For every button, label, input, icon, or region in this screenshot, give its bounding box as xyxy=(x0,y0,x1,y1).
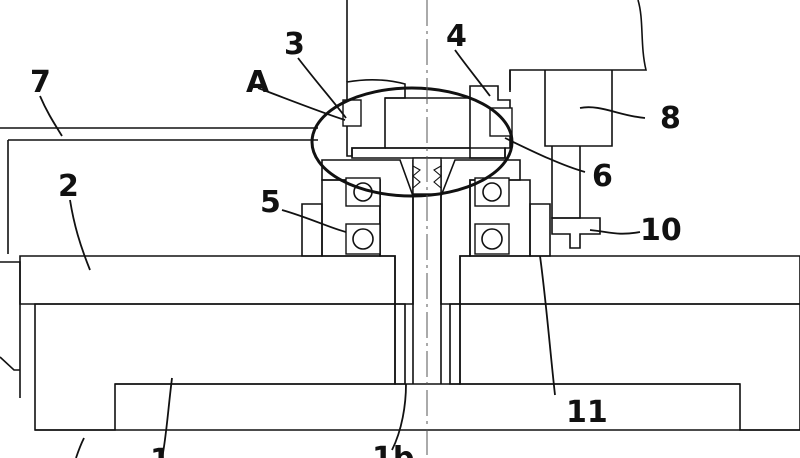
upper-plate xyxy=(346,0,648,92)
bearing-balls xyxy=(345,177,510,255)
reference-labels: 7 2 3 A 4 5 8 6 10 11 1b 1 xyxy=(30,19,682,458)
part-1-body xyxy=(34,303,800,431)
leader-lines xyxy=(39,49,646,458)
label-5: 5 xyxy=(260,185,281,220)
part-2-plate xyxy=(19,255,800,305)
label-4: 4 xyxy=(446,19,467,54)
label-7: 7 xyxy=(30,65,51,100)
label-2: 2 xyxy=(58,169,79,204)
callout-circle-a xyxy=(310,86,514,198)
label-3: 3 xyxy=(284,27,305,62)
label-a: A xyxy=(246,65,270,100)
part-10-block xyxy=(551,217,601,249)
label-6: 6 xyxy=(592,159,613,194)
part-7-frame xyxy=(0,127,318,398)
right-flange xyxy=(469,179,551,257)
label-1b: 1b xyxy=(372,441,414,458)
label-8: 8 xyxy=(660,101,681,136)
label-10: 10 xyxy=(640,213,682,248)
part-8-holder xyxy=(544,70,613,219)
label-1: 1 xyxy=(150,443,171,458)
label-11: 11 xyxy=(566,395,608,430)
